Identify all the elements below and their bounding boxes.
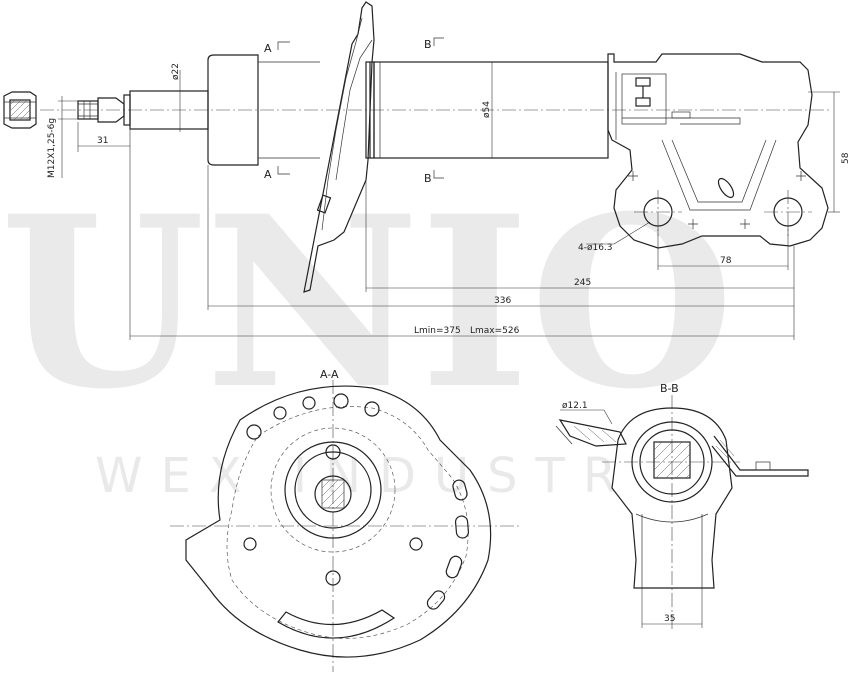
top-mount bbox=[207, 54, 259, 166]
dim-len-245: 245 bbox=[574, 278, 591, 288]
dim-rod-length: 31 bbox=[97, 136, 108, 146]
section-b-b-view: B-B ø12.1 35 bbox=[555, 382, 809, 630]
aa-outer-ring bbox=[284, 441, 382, 539]
section-mark-b-bottom: B bbox=[424, 172, 432, 185]
dim-bracket-height: 58 bbox=[841, 152, 851, 164]
main-side-view: M12X1,25-6g 31 ø22 ø54 58 4-ø16.3 78 24 bbox=[3, 1, 851, 340]
dim-tube-diameter: ø54 bbox=[482, 101, 492, 118]
dim-hole-spacing: 78 bbox=[720, 256, 732, 266]
dim-holes: 4-ø16.3 bbox=[578, 243, 613, 253]
top-nut bbox=[3, 91, 37, 129]
dim-thread: M12X1,25-6g bbox=[47, 118, 57, 178]
dim-len-336: 336 bbox=[494, 296, 511, 306]
dim-lmin: Lmin=375 bbox=[414, 326, 461, 336]
section-mark-a-top: A bbox=[264, 42, 272, 55]
dim-rod-diameter: ø22 bbox=[171, 63, 181, 80]
thread-stud bbox=[77, 97, 125, 123]
bb-clamp bbox=[611, 407, 733, 589]
section-mark-b-top: B bbox=[424, 38, 432, 51]
section-a-a-view: A-A bbox=[170, 368, 520, 672]
view-title-a-a: A-A bbox=[320, 368, 339, 381]
aa-bore bbox=[314, 475, 352, 513]
view-title-b-b: B-B bbox=[660, 382, 679, 395]
aa-plate-outline bbox=[185, 385, 492, 658]
watermark-brand: UNIO bbox=[0, 165, 734, 441]
knuckle-bracket bbox=[607, 53, 829, 249]
section-mark-a-bottom: A bbox=[264, 168, 272, 181]
dim-hole-bb: ø12.1 bbox=[562, 401, 588, 411]
watermark-subtitle: WEX INDUSTR bbox=[95, 448, 634, 504]
dim-lmax: Lmax=526 bbox=[470, 326, 520, 336]
spring-seat bbox=[303, 1, 375, 293]
dim-width-bb: 35 bbox=[664, 614, 675, 624]
